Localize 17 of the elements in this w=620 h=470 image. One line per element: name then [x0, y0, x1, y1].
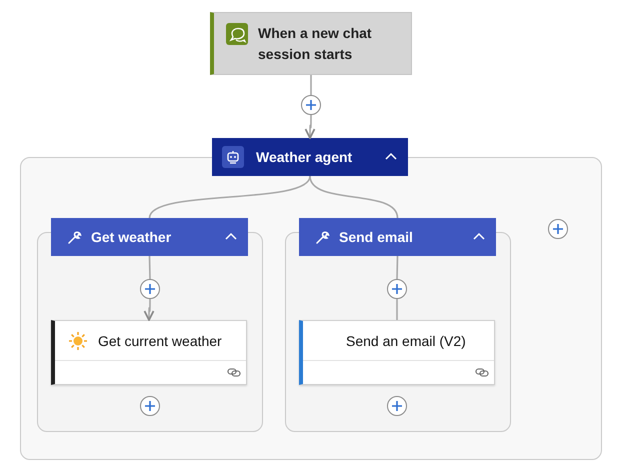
action-title: Get current weather	[98, 333, 222, 349]
tool-title: Send email	[339, 229, 413, 245]
action-card	[299, 320, 495, 385]
action-card	[51, 320, 247, 385]
arrow	[304, 115, 316, 139]
tool-title: Get weather	[91, 229, 172, 245]
agent-title: Weather agent	[256, 149, 352, 165]
connector-line	[148, 176, 311, 218]
trigger-card	[210, 12, 412, 75]
action-title: Send an email (V2)	[346, 333, 466, 349]
trigger-title: When a new chat session starts	[258, 24, 373, 64]
connector-line	[148, 256, 151, 280]
connector-line	[396, 256, 398, 280]
arrow	[144, 299, 154, 321]
connector-line	[309, 176, 398, 218]
connector-line	[396, 299, 398, 320]
connector-line	[310, 75, 312, 95]
